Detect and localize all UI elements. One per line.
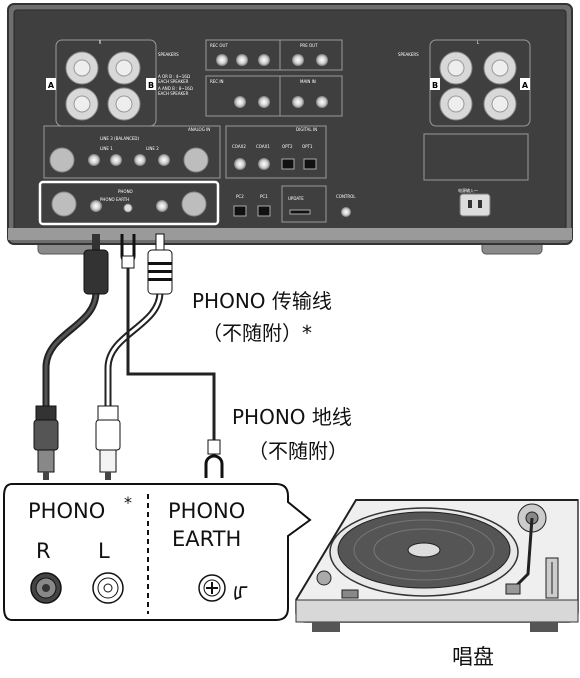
phono-ground-note: （不随附） (248, 439, 348, 463)
svg-text:B: B (432, 81, 438, 90)
phono-plug-l-top (147, 233, 173, 295)
spk-note-ab2: EACH SPEAKER (158, 91, 189, 96)
phono-cable-note: （不随附）* (202, 321, 312, 345)
phono-panel-label: PHONO (118, 189, 133, 194)
opt1-label: OPT1 (302, 144, 313, 149)
spk-note-ab: A AND B : 8~16Ω (158, 86, 193, 91)
update-label: UPDATE (288, 196, 304, 201)
callout-phono-label: PHONO (28, 499, 105, 523)
main-in-label: MAIN IN (300, 79, 316, 84)
channel-l-panel-label: L (477, 40, 480, 45)
callout-asterisk: * (124, 493, 132, 512)
speakers-right-label: SPEAKERS (398, 52, 419, 57)
ac-in-label: 电源输入～ (458, 187, 478, 193)
speakers-left-label: SPEAKERS (158, 52, 179, 57)
line1-label: LINE 1 (100, 146, 113, 151)
coax1-label: COAX1 (256, 144, 270, 149)
terminal-b-label: B (148, 81, 154, 90)
analog-in-section: ANALOG IN LINE 3 (BALANCED) LINE 1 LINE … (43, 125, 221, 179)
pc2-label: PC2 (236, 194, 244, 199)
phono-l-jack (92, 572, 124, 604)
line-bal-label: LINE 3 (BALANCED) (100, 136, 140, 141)
ground-spade-top (120, 234, 136, 269)
pre-out-label: PRE OUT (300, 43, 318, 48)
pc1-label: PC1 (260, 194, 268, 199)
ac-inlet: 电源输入～ (423, 133, 529, 217)
input-callout: PHONO * R L PHONO EARTH ᡁ (3, 483, 312, 621)
rec-out-label: REC OUT (210, 43, 228, 48)
phono-input-section: PHONO PHONO EARTH (38, 180, 220, 226)
phono-cable-label: PHONO 传输线 (192, 289, 332, 313)
speaker-terminals-left-channel: A B L SPEAKERS (398, 39, 531, 127)
control-label: CONTROL (336, 194, 356, 199)
channel-r-panel-label: R (99, 40, 102, 45)
callout-phono-earth-label-1: PHONO (168, 499, 245, 523)
svg-text:A: A (522, 81, 529, 90)
earth-ground-symbol: ᡁ (232, 577, 248, 602)
turntable-label: 唱盘 (452, 645, 494, 669)
rec-in-label: REC IN (210, 79, 224, 84)
callout-l-label: L (98, 539, 110, 563)
coax2-label: COAX2 (232, 144, 246, 149)
opt2-label: OPT2 (282, 144, 293, 149)
phono-ground-label: PHONO 地线 (232, 405, 352, 429)
callout-r-label: R (36, 539, 51, 563)
ground-wire (126, 268, 216, 440)
phono-plug-r-top (83, 234, 109, 295)
speaker-terminals-right-channel: A B R SPEAKERS A OR B : 4~16Ω EACH SPEAK… (46, 39, 193, 127)
spk-note-a: A OR B : 4~16Ω (158, 74, 190, 79)
line2-label: LINE 2 (146, 146, 159, 151)
spk-note-a2: EACH SPEAKER (158, 79, 189, 84)
phono-r-jack (30, 572, 62, 604)
digital-in-label: DIGITAL IN (296, 127, 317, 132)
phono-cable (42, 288, 164, 416)
ground-spade-bottom (204, 439, 224, 478)
callout-phono-earth-label-2: EARTH (172, 527, 241, 551)
phono-earth-panel-label: PHONO EARTH (100, 197, 129, 202)
earth-terminal (198, 574, 226, 602)
turntable-illustration (295, 499, 579, 632)
phono-plug-r-bottom (33, 405, 59, 480)
digital-in-section: DIGITAL IN COAX2 COAX1 OPT2 OPT1 PC2 PC1… (225, 125, 356, 223)
phono-plug-l-bottom (95, 405, 121, 480)
pre-main-io-block: REC OUT PRE OUT REC IN MAIN IN (205, 39, 343, 117)
analog-in-label: ANALOG IN (188, 127, 210, 132)
terminal-a-label: A (48, 81, 55, 90)
amplifier-rear-panel: A B R SPEAKERS A OR B : 4~16Ω EACH SPEAK… (7, 3, 573, 255)
